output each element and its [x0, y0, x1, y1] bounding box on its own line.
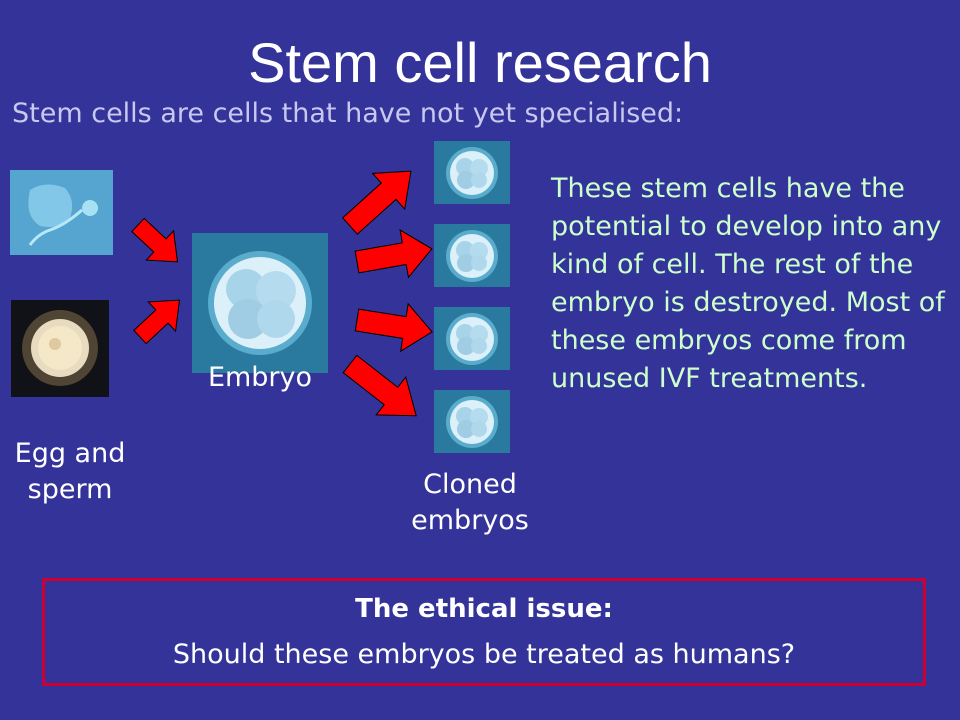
embryo-label: Embryo — [207, 362, 313, 393]
slide-title: Stem cell research — [248, 31, 712, 94]
embryo-image — [192, 233, 328, 373]
ethical-issue-question: Should these embryos be treated as human… — [172, 639, 796, 670]
cloned-label-line-2: embryos — [411, 505, 529, 536]
ethical-issue-box: The ethical issue: Should these embryos … — [42, 578, 926, 686]
arrow-egg-to-embryo — [133, 299, 181, 345]
slide-subtitle: Stem cells are cells that have not yet s… — [12, 98, 684, 129]
cloned-embryo-2 — [434, 224, 510, 287]
arrow-sperm-to-embryo — [131, 217, 179, 263]
cloned-embryo-1 — [434, 141, 510, 204]
cloned-label-line-1: Cloned — [423, 469, 517, 500]
egg-micrograph — [11, 300, 109, 397]
stem-cell-description: These stem cells have the potential to d… — [551, 173, 945, 394]
arrow-to-clone-3 — [354, 302, 433, 353]
arrow-to-clone-2 — [354, 229, 433, 279]
cloned-embryo-3 — [434, 307, 510, 370]
egg-sperm-label-line-1: Egg and — [14, 438, 126, 469]
egg-sperm-label-line-2: sperm — [27, 474, 113, 505]
cloned-embryos-label: Cloned embryos — [390, 467, 550, 539]
ethical-issue-heading: The ethical issue: — [355, 594, 613, 624]
egg-sperm-label: Egg and sperm — [0, 436, 140, 508]
arrow-to-clone-1 — [341, 170, 412, 235]
sperm-micrograph — [10, 170, 113, 255]
cloned-embryo-4 — [434, 390, 510, 453]
arrow-to-clone-4 — [342, 354, 417, 417]
